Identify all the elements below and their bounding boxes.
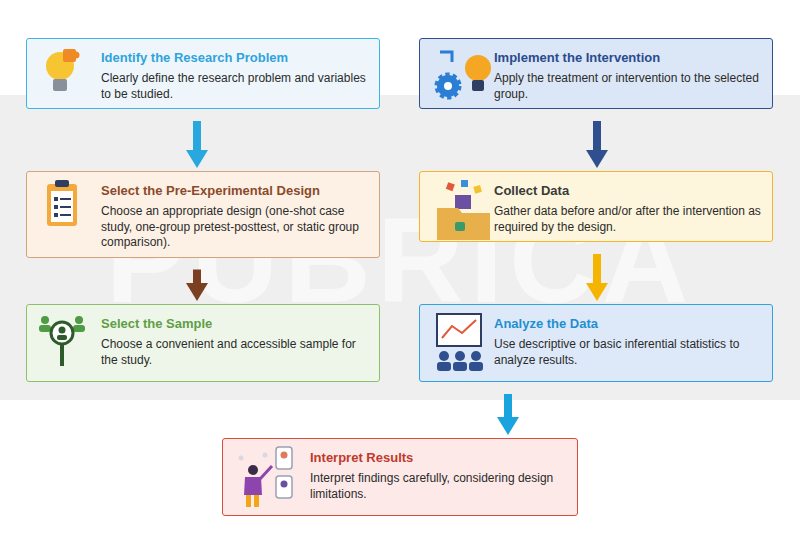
chart-line xyxy=(442,320,476,338)
process-box: Interpret ResultsInterpret findings care… xyxy=(222,438,578,516)
interpret-person-icon xyxy=(239,447,293,507)
process-box: Implement the InterventionApply the trea… xyxy=(419,38,773,109)
chart-audience-icon xyxy=(437,314,483,371)
gear-bulb-icon xyxy=(437,52,491,97)
process-box: Identify the Research ProblemClearly def… xyxy=(26,38,380,109)
paper-square xyxy=(446,182,455,191)
step-title: Identify the Research Problem xyxy=(101,50,369,66)
check-box xyxy=(54,197,58,201)
magnifier-handle xyxy=(60,344,64,366)
person-body xyxy=(453,362,467,371)
step-description: Use descriptive or basic inferential sta… xyxy=(494,337,762,368)
idea-dot xyxy=(239,456,244,461)
process-box: Collect DataGather data before and/or af… xyxy=(419,171,773,242)
puzzle-knob xyxy=(73,52,80,59)
step-description: Clearly define the research problem and … xyxy=(101,71,369,102)
person-body xyxy=(437,362,451,371)
person-body xyxy=(39,325,51,332)
sample-people-icon xyxy=(39,316,85,366)
bulb-base xyxy=(472,80,484,91)
process-box: Select the SampleChoose a convenient and… xyxy=(26,304,380,382)
paper-square xyxy=(473,185,482,194)
idea-dot xyxy=(263,453,268,458)
arrow-shaft xyxy=(504,394,512,419)
step-title: Collect Data xyxy=(494,183,762,199)
list-line xyxy=(60,206,71,208)
lock xyxy=(455,222,465,231)
person-leg xyxy=(254,495,259,507)
step-title: Analyze the Data xyxy=(494,316,762,332)
person-body xyxy=(244,477,262,495)
step-description: Interpret findings carefully, considerin… xyxy=(310,471,567,502)
person-body xyxy=(469,362,483,371)
list-line xyxy=(60,214,71,216)
folder-icon xyxy=(437,180,490,240)
flow-arrow xyxy=(186,121,208,168)
person-head xyxy=(455,351,465,361)
magnifier-lens xyxy=(51,322,73,344)
flow-arrow xyxy=(186,270,208,302)
arrow-shaft xyxy=(593,121,601,152)
arrow-shaft xyxy=(193,270,201,286)
person-head xyxy=(471,351,481,361)
gear xyxy=(437,75,459,97)
profile-card xyxy=(276,447,292,469)
arrow-head xyxy=(586,150,608,168)
check-box xyxy=(54,205,58,209)
clipboard-icon xyxy=(47,180,77,226)
arrow-shaft xyxy=(593,254,601,285)
flow-arrow xyxy=(440,52,452,62)
step-description: Choose a convenient and accessible sampl… xyxy=(101,337,369,368)
person-leg xyxy=(246,495,251,507)
process-box: Select the Pre-Experimental DesignChoose… xyxy=(26,171,380,258)
person-body xyxy=(73,325,85,332)
flow-arrow xyxy=(497,394,519,435)
person-head xyxy=(439,351,449,361)
bulb-glass xyxy=(46,52,74,80)
step-title: Select the Pre-Experimental Design xyxy=(101,183,369,199)
bulb-base xyxy=(53,79,67,91)
step-title: Implement the Intervention xyxy=(494,50,762,66)
arrow-head xyxy=(586,283,608,301)
check-box xyxy=(54,213,58,217)
clipboard-paper xyxy=(51,191,73,222)
gear-hole xyxy=(444,82,452,90)
list-line xyxy=(60,198,71,200)
folder-body xyxy=(437,208,490,240)
process-box: Analyze the DataUse descriptive or basic… xyxy=(419,304,773,382)
step-title: Interpret Results xyxy=(310,450,567,466)
puzzle-piece xyxy=(63,49,76,62)
step-description: Gather data before and/or after the inte… xyxy=(494,204,762,235)
card-avatar xyxy=(281,452,288,459)
step-description: Choose an appropriate design (one-shot c… xyxy=(101,204,369,251)
pointing-arm xyxy=(260,466,272,479)
person-body xyxy=(57,335,67,340)
step-title: Select the Sample xyxy=(101,316,369,332)
person-head xyxy=(41,316,49,324)
chart-screen xyxy=(437,314,481,346)
step-description: Apply the treatment or intervention to t… xyxy=(494,71,762,102)
bulb-glass xyxy=(465,55,491,81)
card-avatar xyxy=(281,481,288,488)
clipboard-board xyxy=(47,184,77,226)
arrow-head xyxy=(497,417,519,435)
arrow-shaft xyxy=(193,121,201,152)
person-head xyxy=(59,327,66,334)
arrow-head xyxy=(186,150,208,168)
paper-square xyxy=(461,180,468,187)
paper-square xyxy=(455,195,471,209)
flow-arrow xyxy=(586,254,608,301)
clipboard-clip xyxy=(55,180,69,187)
arrow-head xyxy=(186,283,208,301)
person-head xyxy=(248,465,258,475)
flow-arrow xyxy=(586,121,608,168)
profile-card xyxy=(276,476,292,498)
person-head xyxy=(75,316,83,324)
bulb-puzzle-icon xyxy=(46,49,80,91)
